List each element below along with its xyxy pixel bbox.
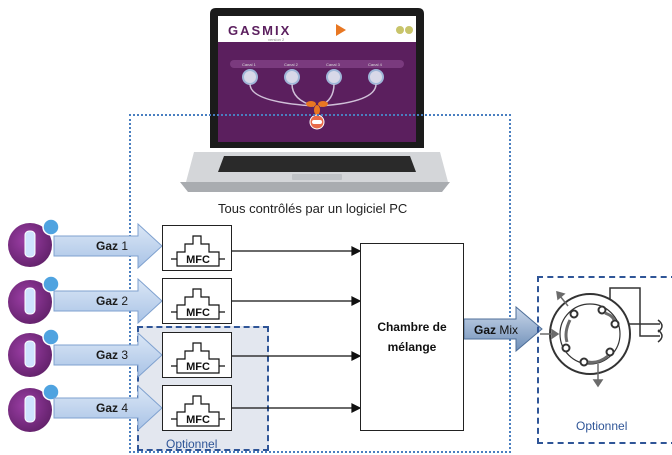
switching-valve-icon (540, 287, 663, 388)
gas-input-arrow (53, 331, 163, 379)
gas-bottle-icon (8, 275, 60, 324)
svg-text:Canal 4: Canal 4 (368, 62, 383, 67)
mfc-box-1: MFC (162, 225, 232, 271)
laptop-illustration: GASMIX version 2 Canal 1 Canal 2 Canal 3… (180, 8, 450, 192)
mfc-box-2: MFC (162, 278, 232, 324)
mfc-box-4: MFC (162, 385, 232, 431)
gas-bottle-icon (8, 218, 60, 267)
gasmix-logo: GASMIX (228, 23, 291, 38)
optional-valve-label: Optionnel (576, 419, 628, 433)
pc-control-boundary (129, 114, 511, 453)
chamber-label-line1: Chambre de (377, 320, 447, 334)
gas-label-1: Gaz 1 (96, 239, 129, 253)
pc-control-caption: Tous contrôlés par un logiciel PC (218, 201, 408, 216)
optional-valve-region (537, 276, 672, 444)
gas-label-2: Gaz 2 (96, 294, 129, 308)
gas-input-arrow (53, 222, 163, 270)
mfc-label: MFC (186, 254, 210, 266)
mfc-label: MFC (186, 361, 210, 373)
gas-label-3: Gaz 3 (96, 348, 129, 362)
mfc-box-3: MFC (162, 332, 232, 378)
chamber-label-line2: mélange (387, 340, 437, 354)
gas-label-4: Gaz 4 (96, 401, 129, 415)
mfc-label: MFC (186, 414, 210, 426)
optional-mfc-label: Optionnel (166, 437, 218, 451)
gas-bottle-icon (8, 328, 60, 377)
svg-text:Canal 1: Canal 1 (242, 62, 257, 67)
svg-text:Canal 2: Canal 2 (284, 62, 299, 67)
svg-text:version 2: version 2 (268, 37, 285, 42)
gas-input-arrow (53, 384, 163, 432)
gas-mix-output-arrow (463, 305, 543, 353)
gas-mix-label: Gaz Mix (474, 323, 519, 337)
mfc-label: MFC (186, 307, 210, 319)
gas-input-arrow (53, 277, 163, 325)
gas-bottle-icon (8, 383, 60, 432)
svg-text:Canal 3: Canal 3 (326, 62, 341, 67)
mixing-chamber: Chambre de mélange (360, 243, 464, 431)
